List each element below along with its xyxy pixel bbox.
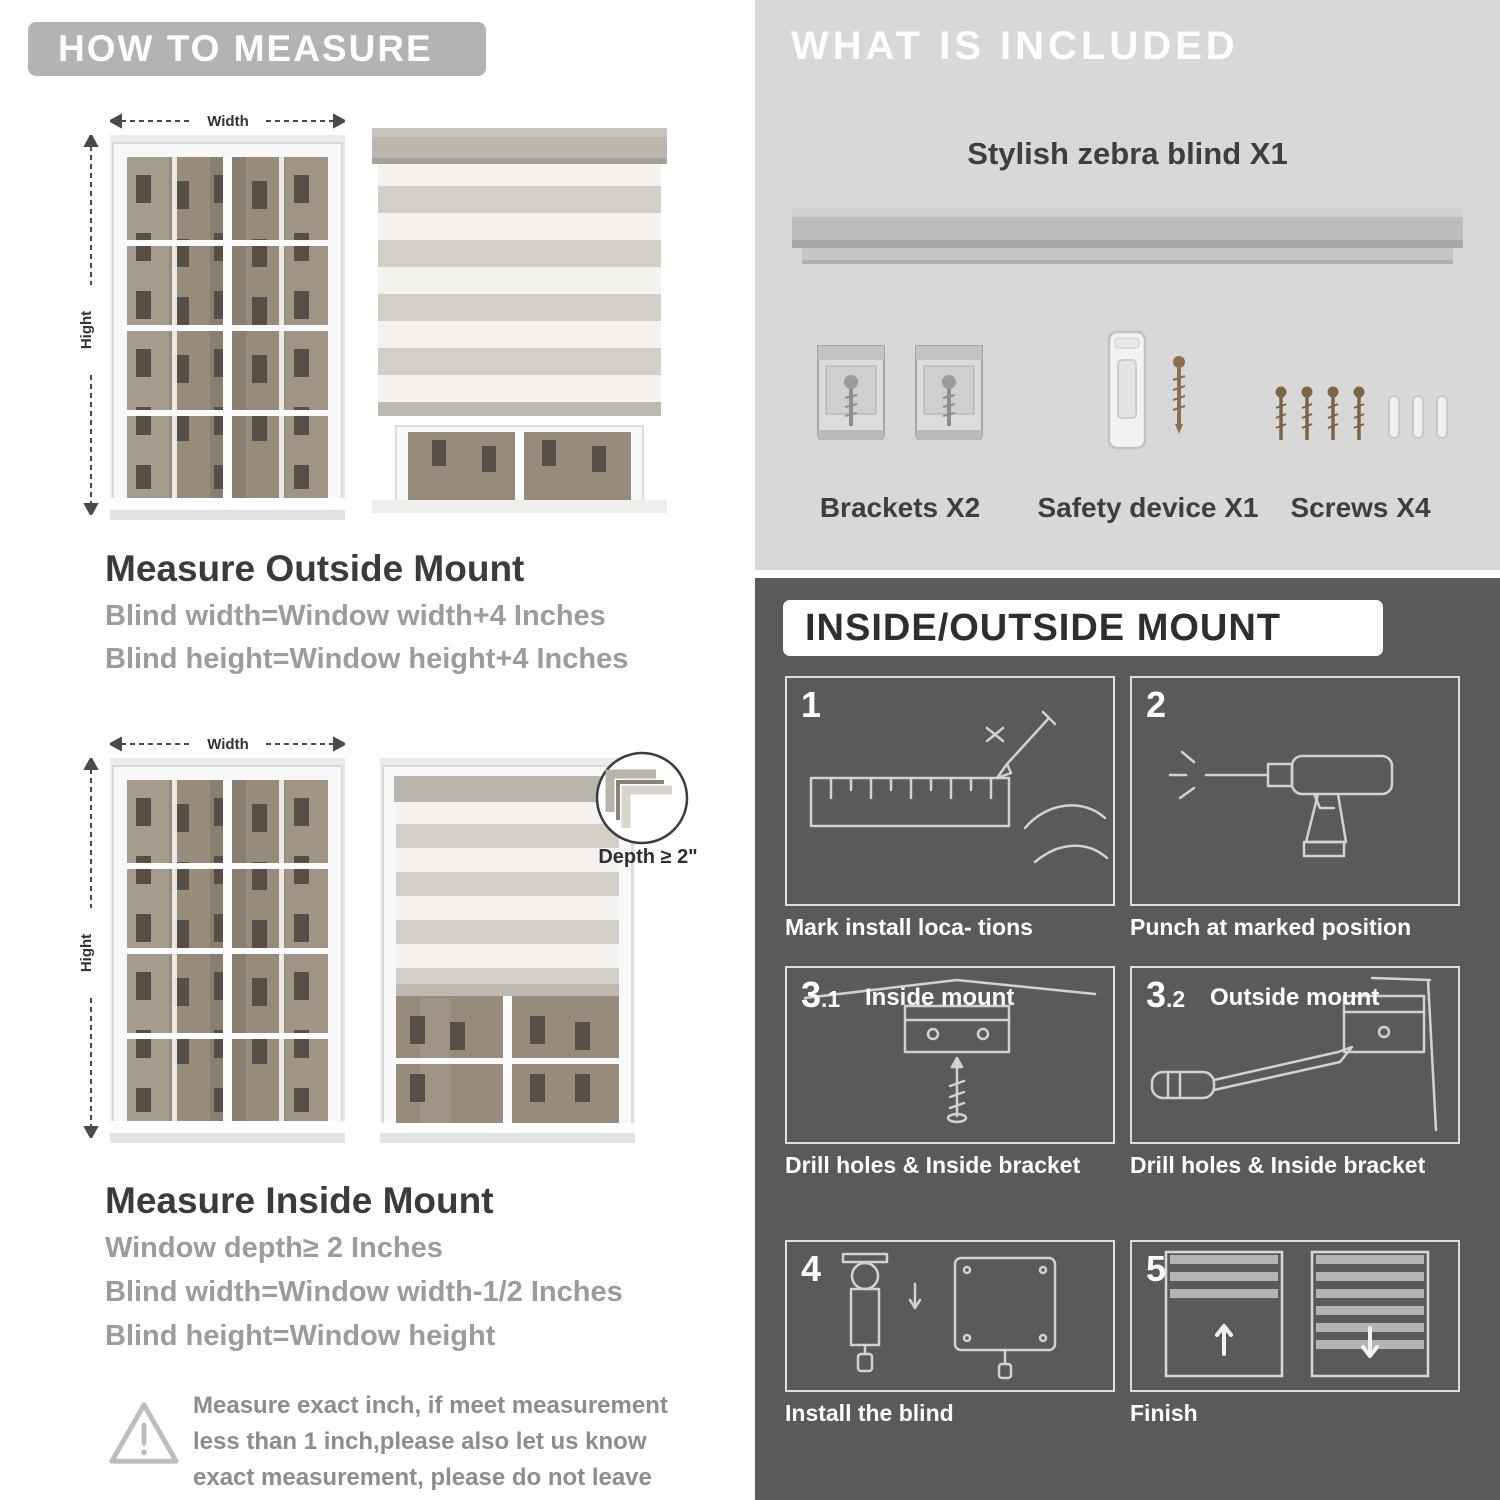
product-label: Stylish zebra blind X1 — [967, 136, 1288, 171]
inside-mount-line-3: Blind height=Window height — [105, 1320, 496, 1352]
window-illustration — [110, 135, 345, 520]
outside-mount-line-2: Blind height=Window height+4 Inches — [105, 643, 629, 675]
height-arrow: Hight — [80, 758, 102, 1138]
step-3-1-panel: 3.1 Inside mount — [785, 966, 1115, 1144]
width-arrow: Width — [110, 110, 345, 132]
measurement-note: Measure exact inch, if meet measurement … — [193, 1392, 668, 1491]
inside-mount-blind-illustration — [380, 758, 635, 1143]
what-is-included-section: WHAT IS INCLUDED Stylish zebra blind X1 — [755, 0, 1500, 570]
step-1-caption: Mark install loca- tions — [785, 914, 1033, 940]
step-5-panel: 5 — [1130, 1240, 1460, 1392]
finish-illustration — [1132, 1242, 1458, 1390]
height-arrow-label: Hight — [80, 934, 95, 972]
height-arrow: Hight — [80, 135, 102, 515]
mount-section-title: INSIDE/OUTSIDE MOUNT — [805, 606, 1282, 649]
inside-bracket-illustration — [787, 968, 1113, 1142]
mount-section-header: INSIDE/OUTSIDE MOUNT — [783, 600, 1383, 656]
step-3-2-caption: Drill holes & Inside bracket — [1130, 1152, 1426, 1178]
step-2-panel: 2 — [1130, 676, 1460, 906]
mount-instructions-section: INSIDE/OUTSIDE MOUNT 1 Mark install loca… — [755, 578, 1500, 1500]
step-number: 2 — [1146, 684, 1167, 725]
install-blind-illustration — [787, 1242, 1113, 1390]
width-arrow: Width — [110, 733, 345, 755]
width-arrow-label: Width — [207, 736, 249, 753]
step-3-1-caption: Drill holes & Inside bracket — [785, 1152, 1081, 1178]
bracket-icon — [810, 332, 990, 467]
step-1-panel: 1 — [785, 676, 1115, 906]
brackets-label: Brackets X2 — [819, 492, 981, 523]
screws-label: Screws X4 — [1290, 492, 1431, 523]
window-illustration — [110, 758, 345, 1143]
step-number: 3.1 — [801, 974, 841, 1015]
height-arrow-label: Hight — [80, 311, 95, 349]
step-number: 4 — [801, 1248, 822, 1289]
inside-mount-title: Measure Inside Mount — [105, 1180, 494, 1221]
inside-mount-step-label: Inside mount — [865, 984, 1015, 1011]
safety-device-icon — [1075, 328, 1225, 468]
step-3-2-panel: 3.2 Outside mount — [1130, 966, 1460, 1144]
step-number: 3.2 — [1146, 974, 1186, 1015]
warning-triangle-icon — [105, 1396, 183, 1470]
inside-mount-line-1: Window depth≥ 2 Inches — [105, 1232, 443, 1264]
how-to-measure-title: HOW TO MEASURE — [58, 28, 433, 69]
step-5-caption: Finish — [1130, 1400, 1198, 1426]
mark-locations-illustration — [787, 678, 1113, 904]
step-4-panel: 4 — [785, 1240, 1115, 1392]
outside-mount-title: Measure Outside Mount — [105, 548, 525, 589]
width-arrow-label: Width — [207, 113, 249, 130]
drill-illustration — [1132, 678, 1458, 904]
screw-icon — [1267, 382, 1452, 457]
outside-mount-line-1: Blind width=Window width+4 Inches — [105, 600, 606, 632]
inside-mount-line-2: Blind width=Window width-1/2 Inches — [105, 1276, 623, 1308]
outside-bracket-illustration — [1132, 968, 1458, 1142]
depth-detail-magnifier — [592, 748, 692, 848]
step-number: 1 — [801, 684, 822, 725]
headrail-illustration — [790, 198, 1465, 276]
step-2-caption: Punch at marked position — [1130, 914, 1412, 940]
outside-mount-step-label: Outside mount — [1210, 984, 1380, 1011]
what-is-included-header: WHAT IS INCLUDED — [791, 24, 1239, 68]
step-number: 5 — [1146, 1248, 1167, 1289]
how-to-measure-header: HOW TO MEASURE — [28, 22, 486, 76]
safety-device-label: Safety device X1 — [1037, 492, 1259, 523]
step-4-caption: Install the blind — [785, 1400, 954, 1426]
depth-callout-label: Depth ≥ 2" — [598, 846, 698, 868]
outside-mount-blind-illustration — [372, 128, 667, 513]
